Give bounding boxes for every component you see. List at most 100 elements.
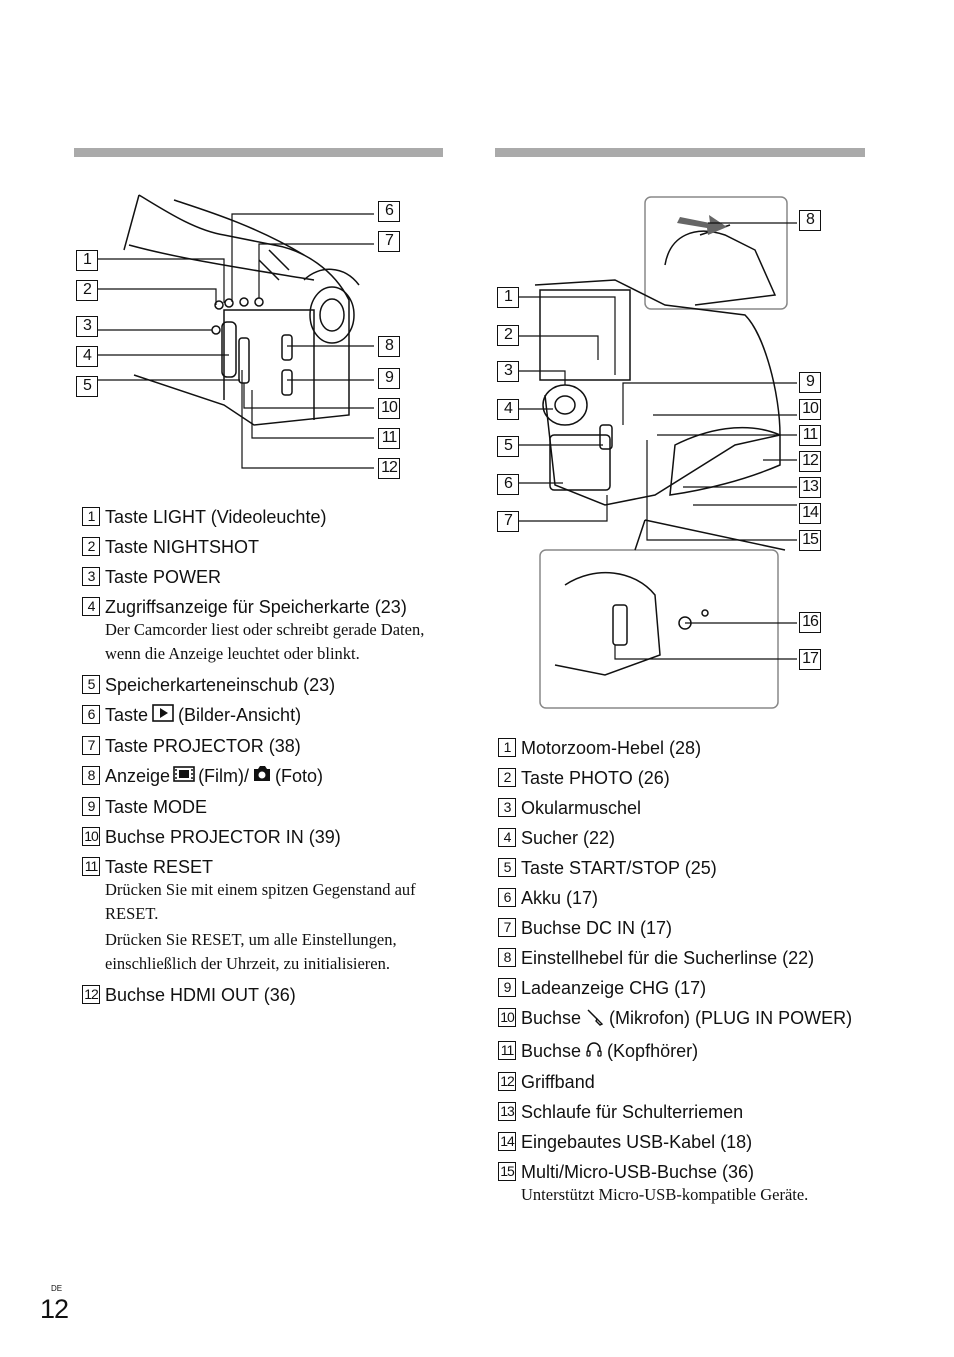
camcorder-side-illustration: [74, 190, 404, 480]
item-label: Taste MODE: [105, 797, 208, 817]
item-label: Taste RESET: [105, 857, 214, 877]
right-callout-8: 8: [799, 210, 821, 231]
right-callout-13: 13: [799, 477, 821, 498]
item-label: Griffband: [521, 1072, 595, 1092]
item-label: Motorzoom-Hebel (28): [521, 738, 702, 758]
left-callout-5: 5: [76, 376, 98, 397]
item-number: 7: [498, 918, 516, 937]
left-callout-1: 1: [76, 250, 98, 271]
list-item: 15 Multi/Micro-USB-Buchse (36): [498, 1161, 878, 1183]
item-number: 8: [498, 948, 516, 967]
right-callout-14: 14: [799, 503, 821, 524]
item-number: 10: [498, 1008, 516, 1027]
list-item: 12 Buchse HDMI OUT (36): [82, 984, 452, 1006]
item-label: Taste LIGHT (Videoleuchte): [105, 507, 327, 527]
item-number: 14: [498, 1132, 516, 1151]
list-item: 5 Speicherkarteneinschub (23): [82, 674, 452, 696]
list-item: 3 Okularmuschel: [498, 797, 878, 819]
left-callout-12: 12: [378, 458, 400, 479]
item-label: Anzeige: [105, 766, 171, 786]
item-label: Taste START/STOP (25): [521, 858, 717, 878]
left-callout-9: 9: [378, 368, 400, 389]
page-number: 12: [40, 1294, 69, 1324]
list-item: 1 Motorzoom-Hebel (28): [498, 737, 878, 759]
item-label: (Foto): [275, 766, 324, 786]
item-label: Sucher (22): [521, 828, 616, 848]
left-callout-11: 11: [378, 428, 400, 449]
list-item: 7 Buchse DC IN (17): [498, 917, 878, 939]
list-item: 14 Eingebautes USB-Kabel (18): [498, 1131, 878, 1153]
left-section-header-bar: [74, 148, 443, 157]
item-number: 15: [498, 1162, 516, 1181]
item-label: (Bilder-Ansicht): [178, 705, 302, 725]
item-number: 4: [498, 828, 516, 847]
camera-icon: [252, 765, 272, 787]
item-label: Eingebautes USB-Kabel (18): [521, 1132, 753, 1152]
list-item: 2 Taste PHOTO (26): [498, 767, 878, 789]
item-label: Einstellhebel für die Sucherlinse (22): [521, 948, 815, 968]
right-section-header-bar: [495, 148, 865, 157]
page-language: DE: [51, 1284, 63, 1293]
item-label: Taste PHOTO (26): [521, 768, 670, 788]
left-parts-list: 1 Taste LIGHT (Videoleuchte) 2 Taste NIG…: [82, 506, 452, 1014]
item-label: Multi/Micro-USB-Buchse (36): [521, 1162, 755, 1182]
left-callout-2: 2: [76, 280, 98, 301]
item-number: 12: [498, 1072, 516, 1091]
item-description: Unterstützt Micro-USB-kompatible Geräte.: [521, 1185, 809, 1204]
right-callout-1: 1: [497, 287, 519, 308]
item-label: Akku (17): [521, 888, 599, 908]
item-label: Buchse: [521, 1041, 582, 1061]
left-callout-8: 8: [378, 336, 400, 357]
right-callout-2: 2: [497, 325, 519, 346]
item-number: 5: [82, 675, 100, 694]
item-number: 13: [498, 1102, 516, 1121]
list-item: 7 Taste PROJECTOR (38): [82, 735, 452, 757]
item-number: 2: [82, 537, 100, 556]
right-callout-4: 4: [497, 399, 519, 420]
list-item: 6 Taste (Bilder-Ansicht): [82, 704, 452, 727]
item-number: 10: [82, 827, 100, 846]
camcorder-side-drawing: [98, 194, 374, 469]
right-callout-5: 5: [497, 436, 519, 457]
item-label: (Mikrofon) (PLUG IN POWER): [609, 1008, 853, 1028]
list-item: 11 Buchse (Kopfhörer): [498, 1040, 878, 1063]
list-item: 10 Buchse (Mikrofon) (PLUG IN POWER): [498, 1007, 878, 1032]
right-callout-15: 15: [799, 530, 821, 551]
right-callout-10: 10: [799, 399, 821, 420]
camcorder-rear-illustration: [495, 195, 855, 715]
list-item: 13 Schlaufe für Schulterriemen: [498, 1101, 878, 1123]
list-item: 3 Taste POWER: [82, 566, 452, 588]
list-item: 6 Akku (17): [498, 887, 878, 909]
left-callout-6: 6: [378, 201, 400, 222]
item-label: Speicherkarteneinschub (23): [105, 675, 336, 695]
list-item: 5 Taste START/STOP (25): [498, 857, 878, 879]
item-label: (Film)/: [198, 766, 250, 786]
right-callout-6: 6: [497, 474, 519, 495]
item-number: 6: [498, 888, 516, 907]
item-label: Taste: [105, 705, 149, 725]
list-item: 4 Zugriffsanzeige für Speicherkarte (23): [82, 596, 452, 618]
right-callout-16: 16: [799, 612, 821, 633]
item-number: 2: [498, 768, 516, 787]
play-icon: [152, 704, 174, 727]
list-item: 8 Einstellhebel für die Sucherlinse (22): [498, 947, 878, 969]
item-number: 1: [498, 738, 516, 757]
item-label: Buchse PROJECTOR IN (39): [105, 827, 341, 847]
right-callout-3: 3: [497, 361, 519, 382]
left-callout-3: 3: [76, 316, 98, 337]
item-label: Buchse DC IN (17): [521, 918, 673, 938]
item-number: 12: [82, 985, 100, 1004]
item-label: Taste NIGHTSHOT: [105, 537, 260, 557]
item-number: 8: [82, 766, 100, 785]
list-item: 8 Anzeige (Film)/ (Foto): [82, 765, 452, 788]
right-callout-7: 7: [497, 511, 519, 532]
list-item: 4 Sucher (22): [498, 827, 878, 849]
item-description: Der Camcorder liest oder schreibt gerade…: [105, 620, 425, 663]
right-callout-9: 9: [799, 372, 821, 393]
right-parts-list: 1 Motorzoom-Hebel (28) 2 Taste PHOTO (26…: [498, 737, 878, 1211]
item-number: 5: [498, 858, 516, 877]
item-number: 11: [498, 1041, 516, 1060]
item-label: Buchse: [521, 1008, 582, 1028]
item-description: Drücken Sie mit einem spitzen Gegenstand…: [105, 880, 416, 923]
list-item: 2 Taste NIGHTSHOT: [82, 536, 452, 558]
